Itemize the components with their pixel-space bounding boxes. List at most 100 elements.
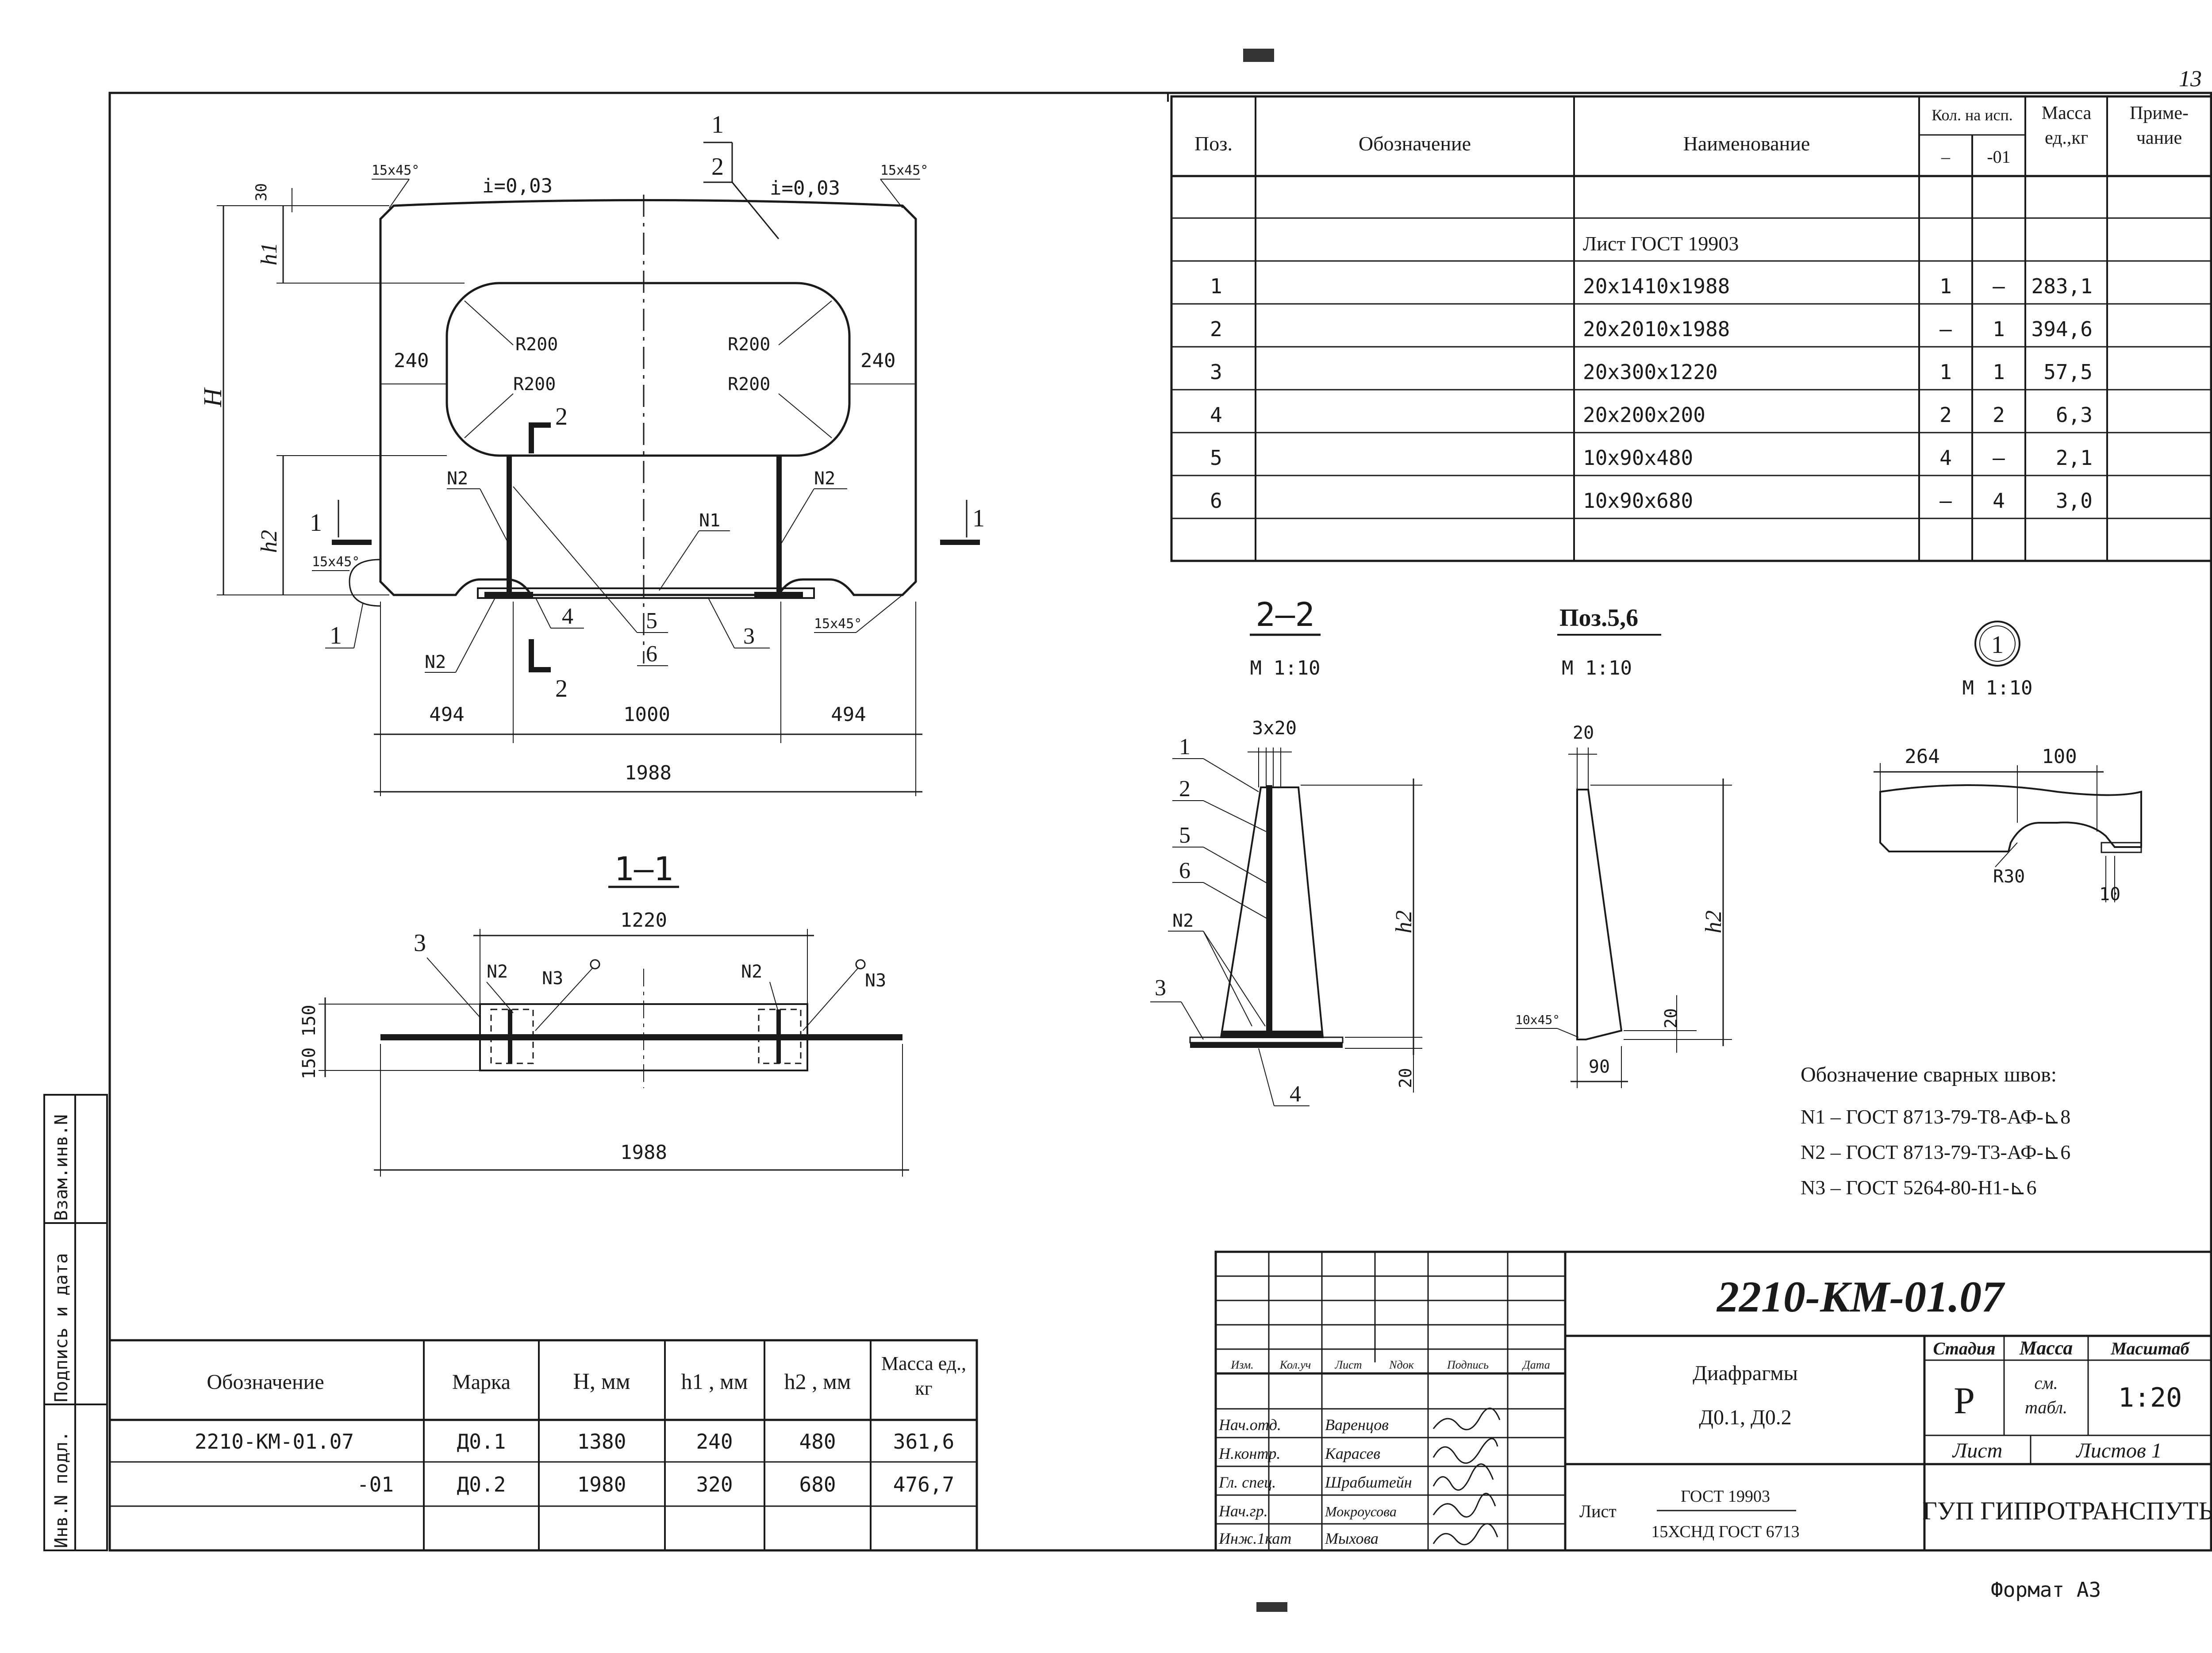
- svg-text:90: 90: [1589, 1057, 1610, 1077]
- svg-text:N2: N2: [425, 652, 446, 672]
- svg-text:3: 3: [743, 624, 755, 649]
- svg-text:6: 6: [646, 641, 657, 667]
- svg-text:10: 10: [2099, 884, 2120, 905]
- sheet-number: 13: [2179, 66, 2202, 92]
- svg-text:494: 494: [831, 703, 866, 726]
- title-block: 2210-КМ-01.07 Изм. Кол.уч Лист Nдок Подп…: [1214, 1250, 2212, 1552]
- svg-text:20x1410x1988: 20x1410x1988: [1583, 274, 1730, 298]
- svg-text:Масса: Масса: [2019, 1337, 2073, 1359]
- marks-header-H: H, мм: [573, 1369, 630, 1394]
- svg-text:-01: -01: [357, 1473, 394, 1496]
- svg-text:1: 1: [711, 111, 724, 138]
- pos-5-6-title: Поз.5,6: [1559, 604, 1638, 632]
- svg-text:20: 20: [1573, 723, 1594, 743]
- weld-legend-item: N2 – ГОСТ 8713-79-Т3-АФ-⊾6: [1801, 1141, 2070, 1163]
- scan-mark-bottom: [1256, 1602, 1287, 1612]
- svg-text:5: 5: [1179, 823, 1190, 848]
- svg-text:2: 2: [1939, 403, 1952, 427]
- format-label: Формат А3: [1991, 1578, 2101, 1602]
- svg-text:480: 480: [799, 1430, 836, 1454]
- svg-text:15x45°: 15x45°: [814, 616, 862, 632]
- svg-text:1000: 1000: [623, 703, 670, 726]
- svg-text:N1: N1: [699, 510, 720, 531]
- sheet-border: [108, 92, 2212, 1552]
- svg-text:1980: 1980: [577, 1473, 626, 1496]
- svg-text:1380: 1380: [577, 1430, 626, 1454]
- svg-text:1: 1: [1993, 317, 2005, 341]
- svg-text:Мокроусова: Мокроусова: [1325, 1503, 1397, 1519]
- svg-text:4: 4: [562, 604, 573, 629]
- svg-text:Мыхова: Мыхова: [1325, 1530, 1379, 1547]
- svg-text:см.: см.: [2034, 1373, 2058, 1393]
- svg-text:М 1:10: М 1:10: [1962, 677, 2033, 699]
- spec-row: 4 20x200x200 2 2 6,3: [1210, 403, 2093, 427]
- svg-text:3: 3: [414, 929, 426, 957]
- svg-text:Изм.: Изм.: [1230, 1358, 1253, 1371]
- spec-group-title: Лист ГОСТ 19903: [1583, 232, 1739, 255]
- svg-text:20x200x200: 20x200x200: [1583, 403, 1705, 427]
- svg-text:15x45°: 15x45°: [880, 163, 928, 178]
- svg-text:30: 30: [253, 183, 270, 201]
- svg-text:6: 6: [1179, 858, 1190, 883]
- svg-text:2: 2: [1179, 776, 1190, 802]
- section-1-1-plate: [380, 1034, 902, 1040]
- svg-text:1: 1: [310, 509, 322, 537]
- material-label: Лист: [1579, 1501, 1617, 1521]
- svg-text:15x45°: 15x45°: [312, 554, 360, 570]
- svg-text:1988: 1988: [620, 1141, 667, 1164]
- svg-text:N2: N2: [814, 468, 835, 489]
- side-stamp-replacement: Взам.инв.N: [51, 1114, 72, 1221]
- title-block-role-row: Инж.1кат Мыхова: [1218, 1523, 1498, 1547]
- spec-row: 3 20x300x1220 1 1 57,5: [1210, 360, 2093, 384]
- sheet-title-line-1: Диафрагмы: [1693, 1362, 1798, 1385]
- svg-text:4: 4: [1210, 403, 1222, 427]
- stiffener-left: [507, 456, 512, 593]
- title-block-role-row: Нач.отд. Варенцов: [1218, 1408, 1501, 1434]
- svg-text:1: 1: [330, 622, 342, 649]
- svg-text:h1: h1: [257, 242, 282, 265]
- svg-text:N2: N2: [741, 962, 762, 982]
- signature-icon: [1432, 1463, 1494, 1491]
- signature-icon: [1432, 1492, 1496, 1518]
- svg-text:–: –: [1939, 489, 1952, 513]
- svg-text:N2: N2: [447, 468, 468, 489]
- svg-text:4: 4: [1290, 1082, 1301, 1107]
- svg-text:320: 320: [696, 1473, 733, 1496]
- svg-text:М 1:10: М 1:10: [1250, 657, 1321, 679]
- svg-text:20x300x1220: 20x300x1220: [1583, 360, 1718, 384]
- svg-text:R200: R200: [728, 334, 770, 355]
- weld-legend: Обозначение сварных швов: N1 – ГОСТ 8713…: [1801, 1063, 2070, 1199]
- marks-header-h1: h1 , мм: [681, 1369, 748, 1394]
- svg-text:N3: N3: [865, 970, 886, 991]
- svg-text:i=0,03: i=0,03: [770, 177, 840, 199]
- svg-text:Нач.отд.: Нач.отд.: [1218, 1416, 1281, 1434]
- bottom-flange-plate: [477, 587, 815, 599]
- sheet-title-line-2: Д0.1, Д0.2: [1699, 1406, 1791, 1429]
- svg-text:R200: R200: [515, 334, 558, 355]
- svg-text:Лист: Лист: [1952, 1439, 2002, 1462]
- svg-text:табл.: табл.: [2025, 1397, 2067, 1417]
- svg-text:Нач.гр.: Нач.гр.: [1218, 1502, 1268, 1520]
- detail-1: 1 М 1:10 264 100 R30 10: [1874, 621, 2142, 905]
- svg-text:1988: 1988: [625, 762, 672, 784]
- svg-text:3: 3: [1210, 360, 1222, 384]
- svg-text:–: –: [1993, 446, 2005, 470]
- signature-icon: [1432, 1408, 1501, 1431]
- stage-value: Р: [1954, 1379, 1975, 1422]
- svg-text:283,1: 283,1: [2032, 274, 2093, 298]
- spec-header-name: Наименование: [1683, 132, 1810, 155]
- side-stamp-inventory: Инв.N подл.: [51, 1431, 72, 1548]
- title-block-role-row: Гл. спец. Шрабштейн: [1218, 1463, 1494, 1491]
- spec-header-qty: Кол. на исп.: [1932, 106, 2012, 124]
- svg-text:10x90x480: 10x90x480: [1583, 446, 1693, 470]
- weld-legend-item: N1 – ГОСТ 8713-79-Т8-АФ-⊾8: [1801, 1105, 2070, 1128]
- signature-icon: [1432, 1523, 1498, 1546]
- svg-text:4: 4: [1993, 489, 2005, 513]
- svg-text:Гл. спец.: Гл. спец.: [1218, 1473, 1276, 1491]
- spec-table: Поз. Обозначение Наименование Кол. на ис…: [1170, 95, 2212, 562]
- svg-text:1220: 1220: [620, 909, 667, 932]
- svg-text:3: 3: [1155, 975, 1166, 1001]
- svg-text:Лист: Лист: [1335, 1358, 1362, 1371]
- svg-text:680: 680: [799, 1473, 836, 1496]
